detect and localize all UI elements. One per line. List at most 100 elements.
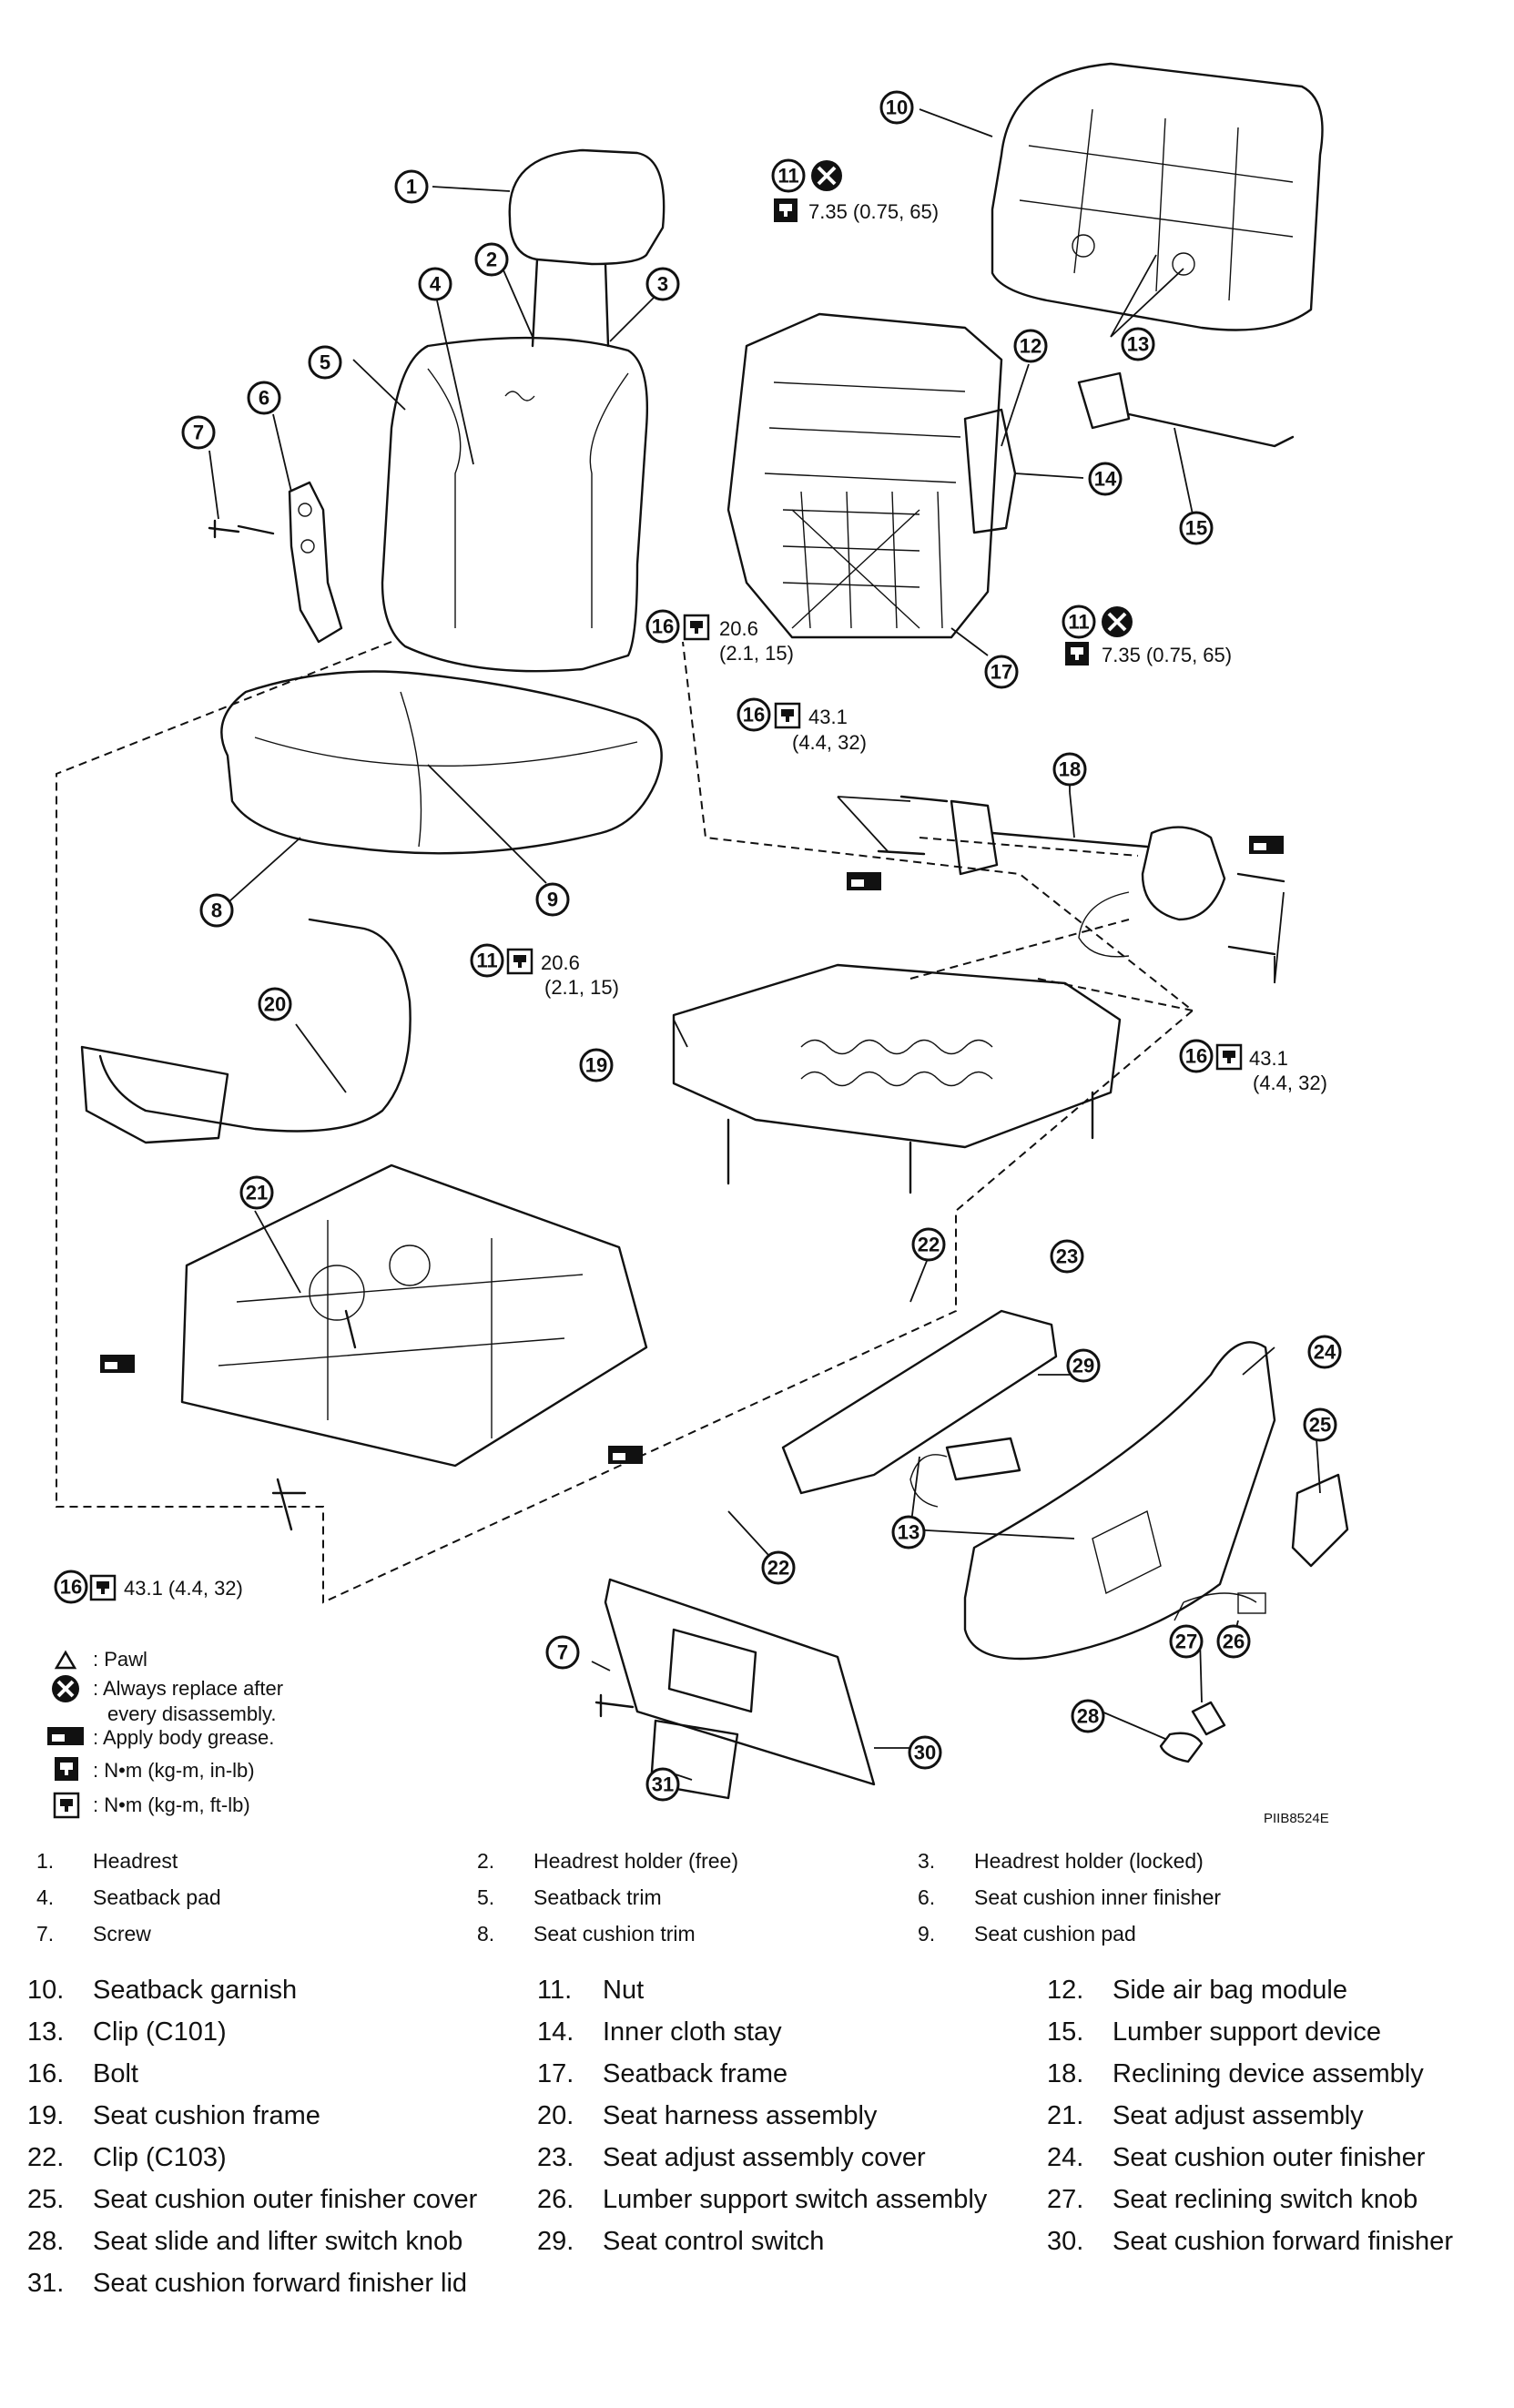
item-name: Clip (C103) xyxy=(93,2143,227,2172)
parts-list-large: 10.Seatback garnish 11.Nut 12.Side air b… xyxy=(27,1976,1514,2298)
item-name: Seat cushion outer finisher cover xyxy=(93,2185,478,2214)
svg-text:9: 9 xyxy=(547,889,558,911)
item-name: Headrest holder (locked) xyxy=(974,1849,1204,1873)
callout-11-top: 11 xyxy=(771,158,806,193)
svg-text:4: 4 xyxy=(430,273,442,296)
torque-spec-11-right: 7.35 (0.75, 65) xyxy=(1102,644,1232,666)
list-item: 30.Seat cushion forward finisher xyxy=(1047,2227,1514,2256)
reclining-device-drawing xyxy=(877,795,1285,958)
figure-code: PIIB8524E xyxy=(1264,1811,1329,1826)
svg-text:5: 5 xyxy=(320,351,330,374)
callout-23: 23 xyxy=(1050,1239,1084,1274)
legend-item-pawl: : Pawl xyxy=(93,1648,147,1671)
torque-icon-top xyxy=(774,198,798,222)
svg-text:11: 11 xyxy=(476,950,497,972)
item-name: Inner cloth stay xyxy=(603,2017,782,2047)
legend-item-ft-lb: : N•m (kg-m, ft-lb) xyxy=(93,1793,250,1816)
item-name: Reclining device assembly xyxy=(1113,2059,1424,2088)
list-item: 21.Seat adjust assembly xyxy=(1047,2101,1514,2130)
torque-icon-bottom xyxy=(89,1574,117,1601)
callout-9: 9 xyxy=(535,882,570,917)
callout-7: 7 xyxy=(181,415,216,450)
item-number: 6. xyxy=(918,1885,936,1909)
svg-text:11: 11 xyxy=(777,165,798,188)
parts-list-small: 1.Headrest 2.Headrest holder (free) 3.He… xyxy=(36,1848,1358,1946)
torque-in-lb-icon xyxy=(55,1757,78,1781)
callout-15: 15 xyxy=(1179,511,1214,545)
item-name: Lumber support switch assembly xyxy=(603,2185,988,2214)
torque-spec-16-seatback-b: (2.1, 15) xyxy=(719,642,794,665)
list-item: 13.Clip (C101) xyxy=(27,2017,537,2047)
callout-8: 8 xyxy=(199,893,234,928)
item-name: Seat adjust assembly cover xyxy=(603,2143,926,2172)
list-item: 3.Headrest holder (locked) xyxy=(918,1848,1358,1874)
grease-icon xyxy=(608,1446,643,1464)
forward-finisher-drawing xyxy=(594,1578,876,1800)
item-number: 2. xyxy=(477,1849,495,1873)
svg-text:21: 21 xyxy=(246,1182,268,1204)
seatback-frame-drawing xyxy=(727,62,1324,639)
callout-16-bottom: 16 xyxy=(54,1570,88,1604)
callout-5: 5 xyxy=(308,345,342,380)
item-name: Seat control switch xyxy=(603,2227,825,2256)
callout-30: 30 xyxy=(908,1735,942,1770)
item-name: Seatback garnish xyxy=(93,1976,298,2005)
callout-11-right: 11 xyxy=(1062,605,1096,639)
torque-spec-16-right-b: (4.4, 32) xyxy=(1253,1072,1327,1094)
callout-28: 28 xyxy=(1071,1699,1105,1733)
grease-icon xyxy=(100,1355,135,1373)
item-name: Seat cushion outer finisher xyxy=(1113,2143,1426,2172)
svg-text:6: 6 xyxy=(259,387,269,410)
item-name: Seat reclining switch knob xyxy=(1113,2185,1418,2214)
svg-text:31: 31 xyxy=(652,1773,674,1796)
item-name: Headrest xyxy=(93,1849,178,1873)
item-number: 4. xyxy=(36,1885,55,1909)
svg-text:13: 13 xyxy=(898,1521,920,1544)
torque-icon-cushion xyxy=(506,948,533,975)
callout-16-seatback: 16 xyxy=(645,609,680,644)
list-item: 22.Clip (C103) xyxy=(27,2143,537,2172)
item-name: Seat cushion forward finisher xyxy=(1113,2227,1453,2256)
item-number: 11. xyxy=(537,1976,573,2005)
callout-7-bottom: 7 xyxy=(545,1635,580,1670)
torque-spec-11-top: 7.35 (0.75, 65) xyxy=(808,200,939,223)
svg-text:22: 22 xyxy=(918,1234,940,1256)
callout-2: 2 xyxy=(474,242,509,277)
item-name: Seat cushion inner finisher xyxy=(974,1885,1222,1909)
legend-item-always-replace: : Always replace after xyxy=(93,1677,283,1700)
callout-17: 17 xyxy=(984,655,1019,689)
svg-text:7: 7 xyxy=(193,422,204,444)
item-number: 14. xyxy=(537,2017,574,2047)
callout-1: 1 xyxy=(394,169,429,204)
item-number: 23. xyxy=(537,2143,574,2172)
list-item: 15.Lumber support device xyxy=(1047,2017,1514,2047)
item-number: 15. xyxy=(1047,2017,1084,2047)
callout-24: 24 xyxy=(1307,1335,1342,1369)
list-item: 14. Inner cloth stay xyxy=(537,2017,1047,2047)
list-item: 29.Seat control switch xyxy=(537,2227,1047,2256)
item-number: 21. xyxy=(1047,2101,1084,2130)
body-grease-icon xyxy=(47,1727,84,1745)
item-number: 27. xyxy=(1047,2185,1084,2214)
list-item: 5.Seatback trim xyxy=(477,1885,918,1910)
item-name: Headrest holder (free) xyxy=(533,1849,738,1873)
item-name: Bolt xyxy=(93,2059,138,2088)
list-item: 9.Seat cushion pad xyxy=(918,1921,1358,1946)
torque-spec-11-cushion-a: 20.6 xyxy=(541,951,580,974)
item-number: 17. xyxy=(537,2059,574,2088)
torque-spec-11-cushion-b: (2.1, 15) xyxy=(544,976,619,999)
callout-27: 27 xyxy=(1169,1624,1204,1659)
callout-31: 31 xyxy=(645,1767,680,1802)
item-name: Seat slide and lifter switch knob xyxy=(93,2227,463,2256)
svg-text:11: 11 xyxy=(1068,611,1089,634)
list-item: 27. Seat reclining switch knob xyxy=(1047,2185,1514,2214)
item-name: Nut xyxy=(603,1976,645,2005)
callout-25: 25 xyxy=(1303,1407,1337,1442)
torque-icon-right-bolt xyxy=(1215,1043,1243,1071)
callout-20: 20 xyxy=(258,987,292,1021)
svg-text:25: 25 xyxy=(1309,1414,1331,1437)
svg-text:16: 16 xyxy=(1185,1045,1207,1068)
list-item: 8.Seat cushion trim xyxy=(477,1921,918,1946)
seat-cushion-drawing xyxy=(220,670,663,855)
item-name: Seat cushion trim xyxy=(533,1922,696,1946)
